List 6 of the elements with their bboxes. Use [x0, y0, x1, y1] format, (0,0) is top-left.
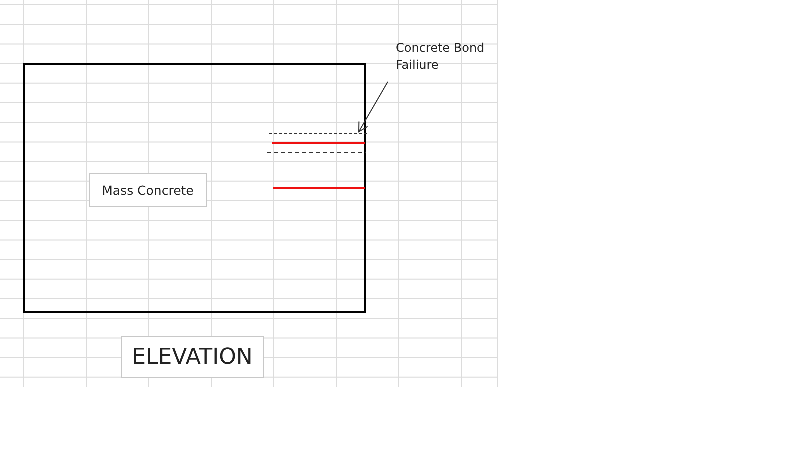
- view-title: ELEVATION: [121, 336, 264, 378]
- leader-line: [358, 82, 388, 132]
- concrete-block: [23, 63, 366, 313]
- bond-failure-line: [269, 133, 367, 136]
- callout-text: Concrete Bond Failiure: [396, 40, 506, 80]
- material-label: Mass Concrete: [89, 173, 207, 207]
